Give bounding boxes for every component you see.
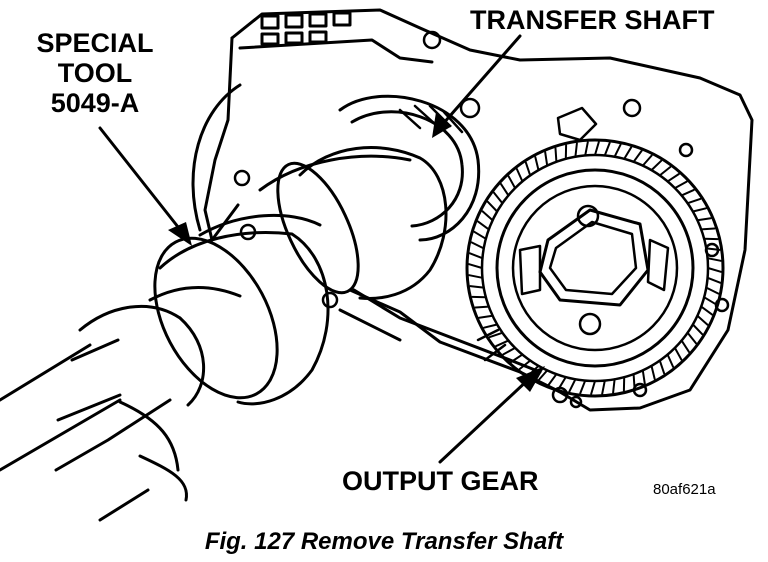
gear-tooth — [486, 200, 499, 213]
gear-tooth — [691, 323, 704, 336]
gear-tooth — [666, 173, 680, 183]
gear-tooth — [641, 154, 653, 167]
gear-tooth — [544, 151, 549, 167]
gear-tooth — [650, 364, 656, 380]
output-gear-leader-arrow — [438, 376, 532, 464]
gear-tooth — [483, 323, 499, 329]
gear-tooth — [658, 359, 666, 375]
tool-leader-arrow — [98, 126, 184, 234]
gear-tooth — [468, 263, 483, 269]
gear-tooth — [534, 156, 540, 172]
gear-tooth — [691, 207, 707, 213]
gear-tooth — [493, 191, 504, 205]
gear-tooth — [700, 305, 714, 316]
gear-tooth — [481, 210, 494, 222]
arrow-heads — [168, 112, 545, 392]
gear-tooth — [707, 267, 722, 273]
gear-tooth — [686, 197, 702, 205]
gear-tooth — [705, 247, 721, 251]
figure-caption: Fig. 127 Remove Transfer Shaft — [204, 528, 564, 555]
gear-tooth — [632, 149, 643, 163]
gear-tooth — [612, 378, 616, 394]
gear-tooth — [473, 230, 487, 240]
transfer-shaft-bore — [338, 94, 481, 242]
output-gear-label: OUTPUT GEAR — [342, 466, 539, 496]
gear-tooth — [469, 285, 485, 289]
gear-tooth — [590, 380, 596, 395]
special-tool-label-line1: SPECIAL — [36, 28, 154, 58]
case-bolt-holes — [233, 30, 730, 409]
gear-tooth — [515, 168, 524, 183]
gear-tooth — [502, 346, 517, 356]
transmission-case — [203, 8, 754, 412]
gear-tooth — [488, 331, 504, 339]
gear-tooth — [613, 143, 622, 158]
gear-tooth — [470, 241, 485, 250]
gear-tooth — [547, 373, 558, 387]
gear-tooth — [696, 217, 712, 222]
gear-tooth — [468, 252, 484, 260]
gear-tooth — [495, 339, 510, 348]
gear-tooth — [705, 286, 720, 295]
gear-tooth — [476, 220, 490, 231]
output-gear — [465, 138, 725, 398]
gear-tooth — [658, 166, 672, 177]
gear-tooth — [601, 379, 606, 395]
transfer-shaft-label: TRANSFER SHAFT — [470, 5, 715, 35]
gear-tooth — [673, 346, 683, 361]
gear-tooth — [584, 141, 589, 157]
gear-tooth — [537, 369, 549, 382]
gear-tooth — [686, 331, 697, 345]
gear-tooth — [478, 314, 494, 319]
gear-tooth — [650, 159, 663, 172]
gear-tooth — [706, 276, 722, 284]
gear-tooth — [623, 146, 633, 160]
gear-tooth — [666, 353, 675, 368]
gear-tooth — [673, 180, 688, 190]
gear-tooth — [680, 188, 695, 197]
gear-tooth — [632, 373, 636, 389]
gear-tooth — [706, 257, 722, 262]
gear-tooth — [594, 141, 600, 156]
gear-tooth — [500, 183, 510, 197]
gear-tooth — [641, 369, 646, 385]
gear-tooth — [524, 161, 532, 177]
gear-tooth — [554, 147, 558, 163]
special-tool-5049-a — [0, 146, 542, 522]
leader-arrows — [98, 34, 532, 464]
gear-tooth — [603, 141, 611, 157]
gear-tooth — [680, 339, 690, 353]
figure-code: 80af621a — [653, 481, 716, 498]
special-tool-label-line2: TOOL — [57, 58, 133, 88]
special-tool-label-line3: 5049-A — [50, 88, 140, 118]
gear-tooth — [700, 227, 716, 231]
transfer-shaft-leader-arrow — [440, 34, 522, 127]
gear-tooth — [696, 314, 709, 326]
gear-tooth — [703, 296, 717, 306]
gear-tooth — [468, 274, 484, 279]
gear-tooth — [579, 379, 587, 395]
gear-tooth — [557, 376, 567, 390]
gear-tooth — [474, 305, 490, 309]
case-cover-left — [191, 83, 242, 232]
gear-tooth — [574, 142, 578, 158]
gear-tooth — [568, 378, 577, 393]
gear-tooth — [507, 175, 517, 190]
